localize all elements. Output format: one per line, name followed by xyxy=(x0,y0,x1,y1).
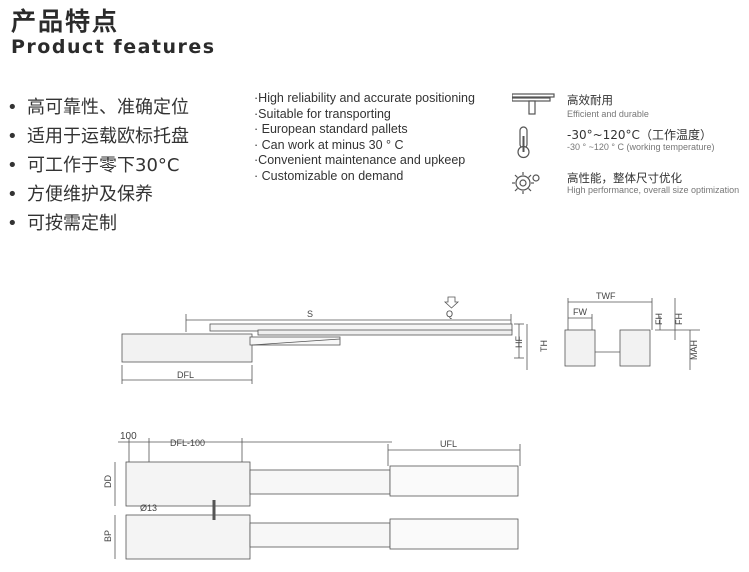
label-th: TH xyxy=(539,340,549,352)
plan-block-top xyxy=(125,461,251,507)
feature-cn-item: •可工作于零下30°C xyxy=(7,151,189,180)
feature-label-cn: 高效耐用 xyxy=(567,93,613,107)
feature-en-item: ·Suitable for transporting xyxy=(254,106,391,121)
arrow-down-icon xyxy=(443,296,460,309)
rail-mid xyxy=(257,329,513,336)
bullet: • xyxy=(7,155,18,176)
t-profile-icon xyxy=(512,93,555,115)
thermometer-icon xyxy=(517,126,530,159)
label-hf: HF xyxy=(514,336,524,348)
feature-en-item: · Can work at minus 30 ° C xyxy=(254,137,404,152)
feature-label-en: High performance, overall size optimizat… xyxy=(567,185,740,195)
feature-label-en: Efficient and durable xyxy=(567,109,649,119)
features-cn-list: •高可靠性、准确定位 •适用于运载欧标托盘 •可工作于零下30°C •方便维护及… xyxy=(7,93,189,238)
end-view-right xyxy=(619,329,651,367)
feature-label-en: -30 ° ~120 ° C (working temperature) xyxy=(567,142,715,152)
label-fh-1: FH xyxy=(654,313,664,325)
feature-en-item: ·Convenient maintenance and upkeep xyxy=(254,153,466,167)
plan-rail-bottom xyxy=(389,518,519,550)
label-mah: MAH xyxy=(689,340,699,360)
bullet: • xyxy=(7,184,18,205)
gear-icon xyxy=(512,172,540,194)
label-s: S xyxy=(307,309,313,319)
label-twf: TWF xyxy=(596,291,616,301)
feature-cn-item: •方便维护及保养 xyxy=(7,180,189,209)
label-q: Q xyxy=(446,309,453,319)
drive-block xyxy=(121,333,253,363)
plan-rail-top xyxy=(389,465,519,497)
feature-en-item: · Customizable on demand xyxy=(254,168,404,183)
feature-cn-item: •高可靠性、准确定位 xyxy=(7,93,189,122)
label-fw: FW xyxy=(573,307,587,317)
label-dfl-100: DFL-100 xyxy=(170,438,205,448)
label-100: 100 xyxy=(120,431,137,442)
label-dd: DD xyxy=(103,475,113,488)
label-fh-2: FH xyxy=(674,313,684,325)
label-dfl: DFL xyxy=(177,370,194,380)
plan-block-bottom xyxy=(125,514,251,560)
feature-cn-item: •适用于运载欧标托盘 xyxy=(7,122,189,151)
bullet: • xyxy=(7,213,18,234)
label-ufl: UFL xyxy=(440,439,457,449)
feature-en-item: · European standard pallets xyxy=(254,122,408,136)
feature-cn-item: •可按需定制 xyxy=(7,209,189,238)
bullet: • xyxy=(7,126,18,147)
features-en-list: ·High reliability and accurate positioni… xyxy=(254,91,475,184)
page-title-en: Product features xyxy=(11,36,216,58)
feature-label-cn: -30°~120°C（工作温度） xyxy=(567,128,712,142)
feature-label-cn: 高性能，整体尺寸优化 xyxy=(567,171,682,185)
bullet: • xyxy=(7,97,18,118)
page-title-cn: 产品特点 xyxy=(11,7,120,36)
feature-en-item: ·High reliability and accurate positioni… xyxy=(254,91,475,105)
label-phi13: Ø13 xyxy=(140,503,157,513)
label-bp: BP xyxy=(103,530,113,542)
end-view-left xyxy=(564,329,596,367)
